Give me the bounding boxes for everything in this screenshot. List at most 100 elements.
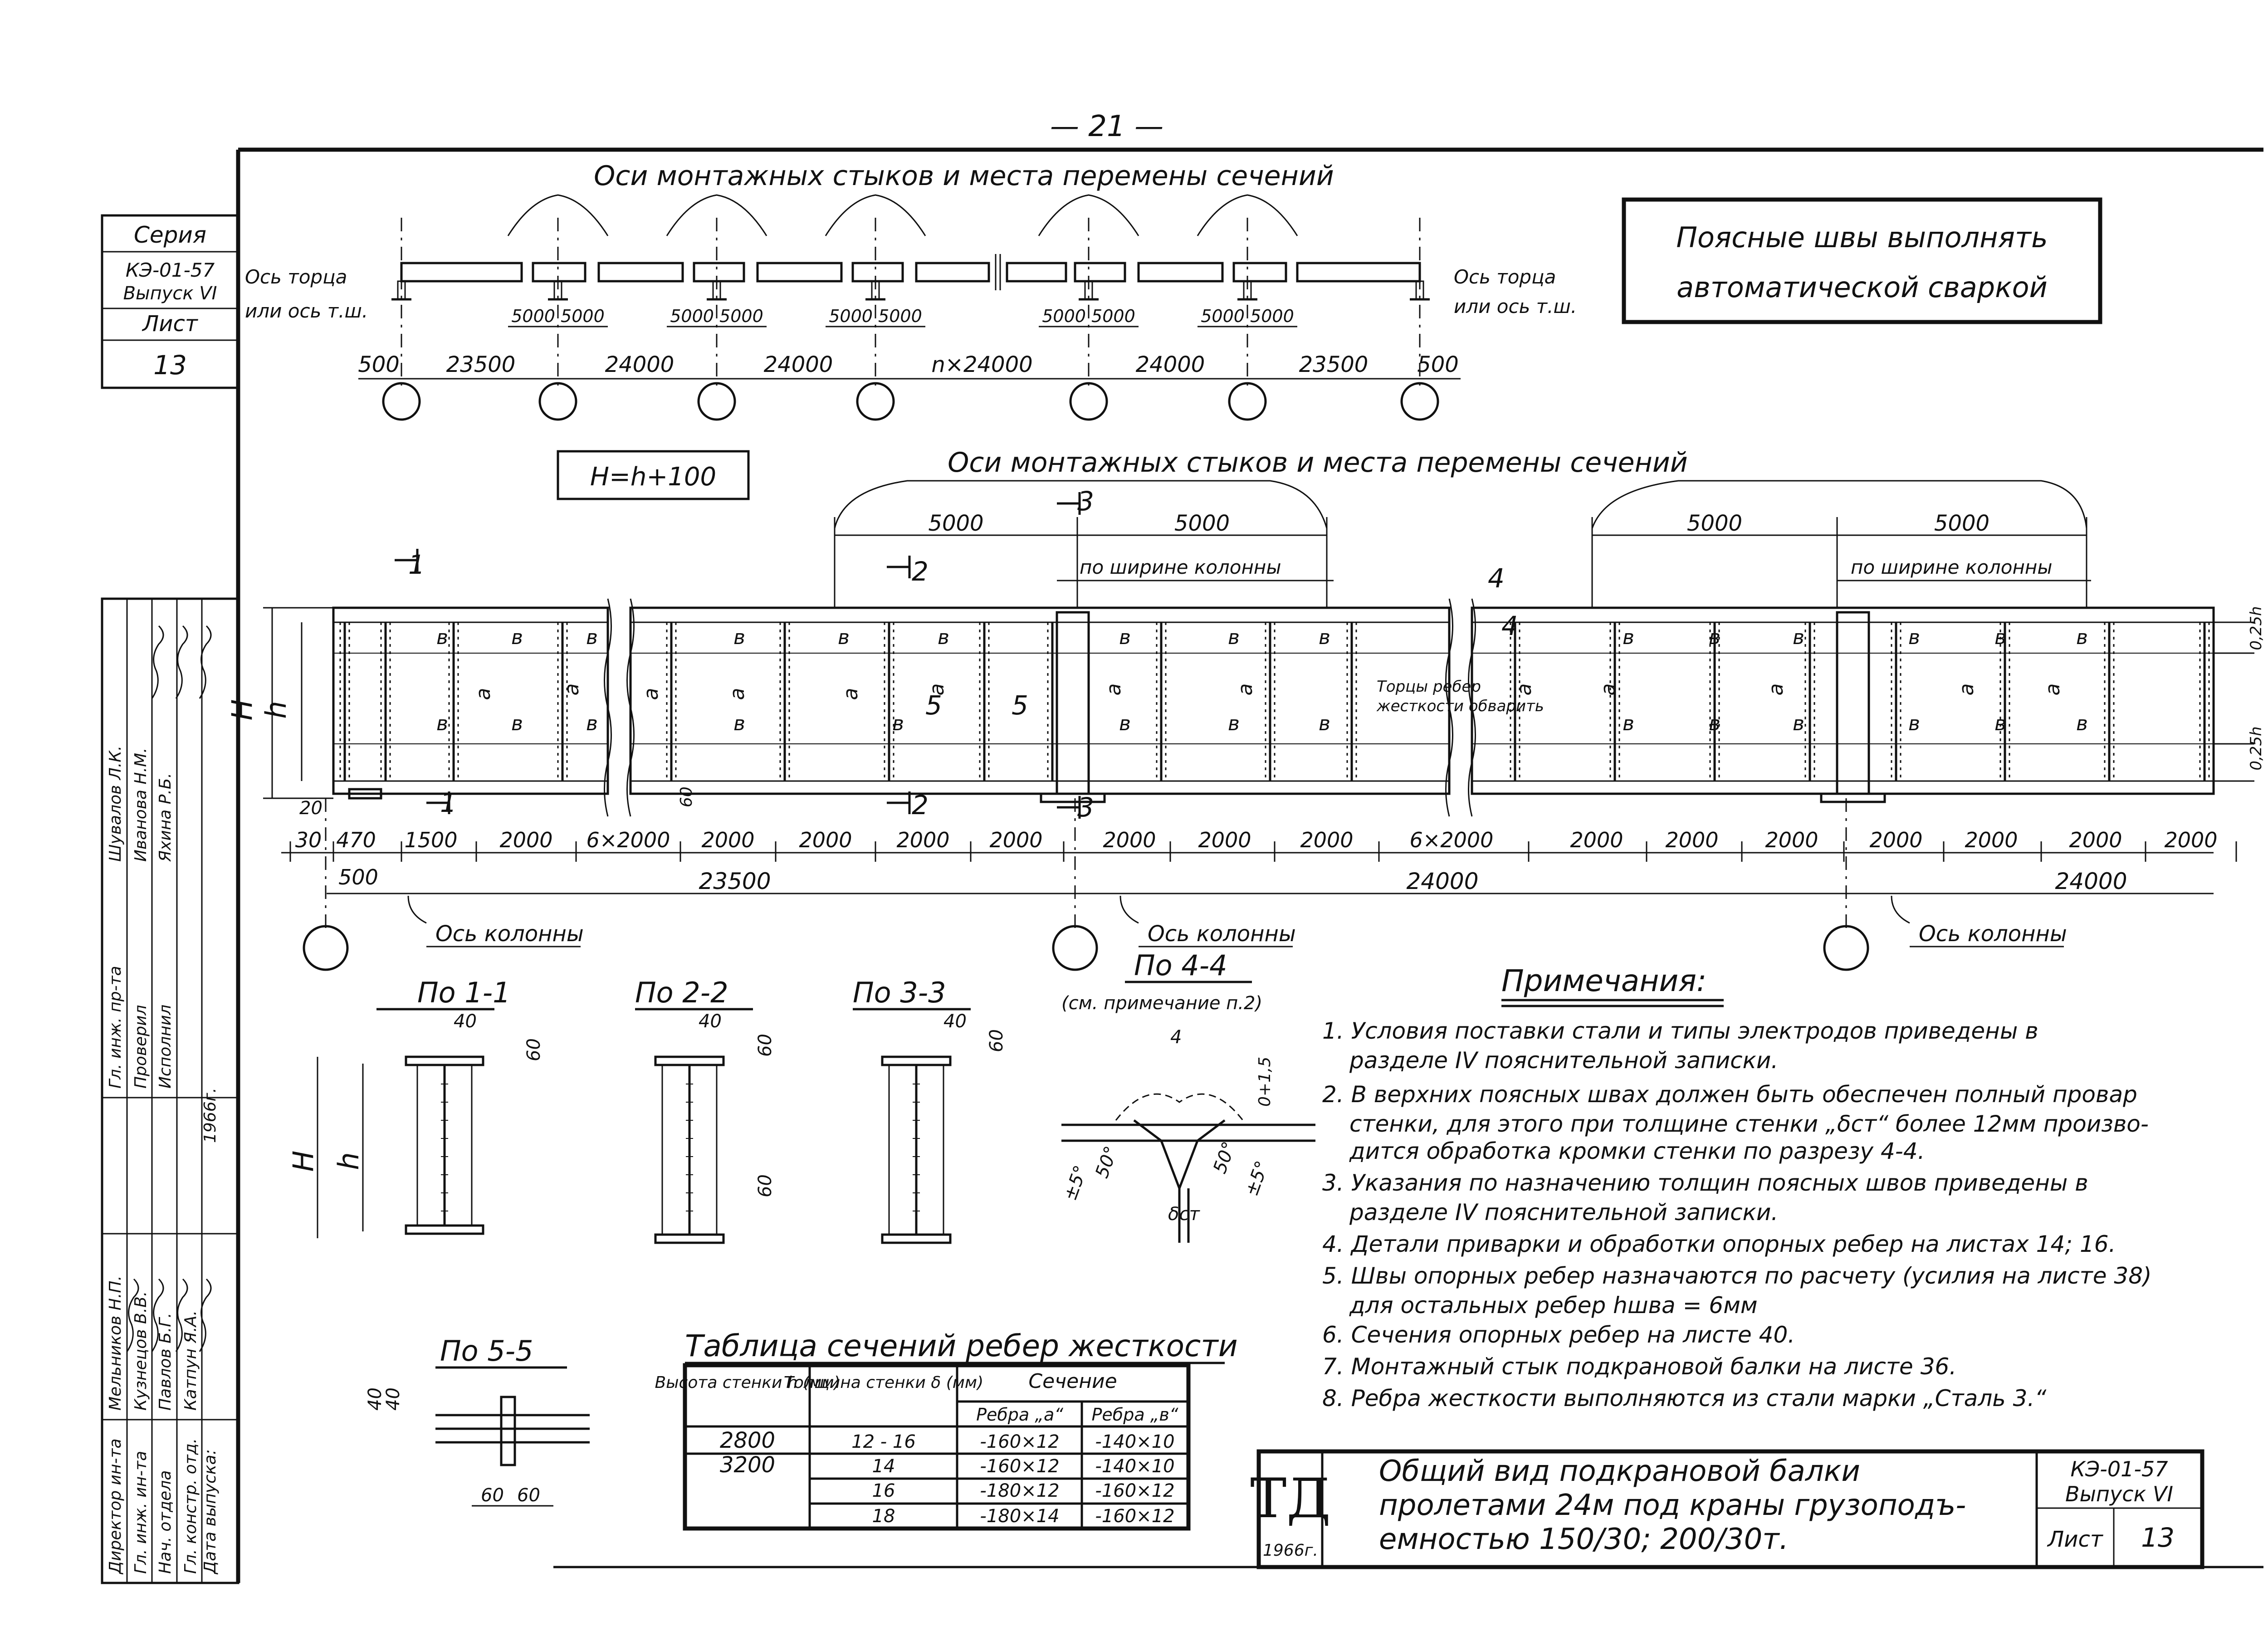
table-cell: -160×12 [980,1431,1059,1452]
stamp-sheet-no: 13 [153,350,187,381]
stamp-issue: Выпуск VI [123,283,217,304]
panel-letter-a: а [560,684,583,696]
approval-role: Гл. инж. пр-та [106,966,125,1089]
top-scheme: Оси монтажных стыков и места перемены се… [245,160,1577,421]
top-span-dim: 500 [1417,352,1459,377]
section-dim: 40 [454,1011,477,1032]
top-beam-segment [1232,262,1287,283]
section-title: По 3-3 [853,976,946,1009]
panel-letter-v: в [1709,712,1721,735]
approval-name: Шувалов Л.К. [106,746,125,862]
table-subheader: Ребра „а“ [976,1405,1063,1425]
approval-name: Павлов Б.Г. [156,1313,175,1411]
note-line: стенки, для этого при толщине стенки „δс… [1349,1111,2149,1137]
top-span-dim: 24000 [1136,352,1205,377]
bottom-dim: 2000 [896,828,949,852]
column-axis-circle [1823,925,1869,971]
section-title: По 2-2 [635,976,728,1009]
bottom-dim: 1500 [404,828,457,852]
section-dim: 60 [755,1034,776,1057]
table-cell: 14 [872,1456,895,1477]
table-cell: -140×10 [1095,1456,1174,1477]
bottom-dim: 6×2000 [1410,828,1494,852]
approval-name: Мельников Н.П. [106,1275,125,1411]
weld-note: Поясные швы выполнять автоматической сва… [1622,197,2102,324]
top-end-left-2: или ось т.ш. [245,300,368,322]
title-year: 1966г. [1263,1541,1318,1560]
top-span-dim: 500 [358,352,400,377]
panel-letter-v: в [838,626,850,649]
table-header: Сечение [1028,1370,1117,1393]
top-span-dim: 24000 [764,352,833,377]
joint-dim: 5000 [1174,511,1230,536]
column-axis-label: Ось колонны [435,921,584,947]
note-line: разделе IV пояснительной записки. [1349,1199,1778,1226]
panel-letter-v: в [733,712,745,735]
top-pair-label: 5000 5000 [1042,306,1135,326]
panel-letter-v: в [2076,712,2088,735]
table-cell: 18 [872,1506,895,1527]
section-dim: 50° [1091,1143,1122,1181]
note-line: 4. Детали приварки и обработки опорных р… [1322,1231,2116,1257]
panel-letter-a: а [2041,684,2064,696]
stiffener-table: Таблица сечений ребер жесткости Высота с… [655,1328,1238,1531]
column-axis-circle [1052,925,1098,971]
top-end-right-2: или ось т.ш. [1454,295,1577,317]
note-line: разделе IV пояснительной записки. [1349,1047,1778,1074]
panel-letter-v: в [511,712,523,735]
title-sheet-label: Лист [2047,1527,2104,1552]
section-subtitle: (см. примечание п.2) [1061,993,1262,1014]
column-axis-circle [303,925,349,971]
panel-letter-v: в [1623,626,1634,649]
title-issue: Выпуск VI [2065,1482,2173,1506]
top-axis-circle [697,382,736,421]
section-dim: ±5° [1241,1158,1273,1199]
column-axis-label: Ось колонны [1148,921,1296,947]
signature-mark [151,625,164,699]
flange-ratio-top: 0,25h [2247,606,2265,650]
bottom-dim: 30 [295,828,322,852]
main-h-label: h [259,701,293,718]
dim-20: 20 [299,798,323,819]
top-pair-label: 5000 5000 [511,306,605,326]
joint-dim: 5000 [1687,511,1742,536]
approval-role: Гл. констр. отд. [181,1438,200,1574]
bottom-dim: 2000 [1103,828,1156,852]
section-dim: 60 [481,1485,504,1506]
table-cell: -180×12 [980,1480,1059,1501]
bottom-dim: 2000 [2164,828,2217,852]
panel-letter-a: а [1102,684,1125,696]
panel-letter-a: а [1234,684,1257,696]
top-pair-label: 5000 5000 [670,306,763,326]
column-width-note-2: по ширине колонны [1851,556,2053,578]
section-h: h [332,1152,365,1170]
stamp-series-code: КЭ-01-57 [126,259,215,281]
bottom-dim: 470 [336,828,376,852]
note-line: 1. Условия поставки стали и типы электро… [1322,1018,2038,1044]
top-axis-circle [1400,382,1439,421]
top-axis-circle [382,382,421,421]
panel-letter-v: в [1228,712,1240,735]
beam-elevation [332,606,609,795]
approval-role: Гл. инж. ин-та [132,1451,150,1574]
approval-date: 1966г. [201,1088,220,1143]
bottom-dim: 6×2000 [587,828,670,852]
signature-mark [151,1278,164,1352]
dim-60: 60 [677,786,696,807]
section-mark: 2 [912,790,929,820]
top-beam-segment [851,262,904,283]
span-dim: 24000 [2055,868,2127,894]
bottom-dim: 2000 [1570,828,1623,852]
page-number: — 21 — [1050,110,1163,143]
panel-letter-v: в [733,626,745,649]
joint-dim: 5000 [928,511,983,536]
table-cell: 12 - 16 [851,1431,916,1452]
section-dim: 50° [1209,1139,1240,1176]
notes-title: Примечания: [1501,963,1706,998]
panel-letter-v: в [436,626,448,649]
section-title: По 4-4 [1134,949,1227,982]
top-axis-circle [1228,382,1267,421]
span-dim: 23500 [699,868,771,894]
bottom-dim: 2000 [799,828,852,852]
